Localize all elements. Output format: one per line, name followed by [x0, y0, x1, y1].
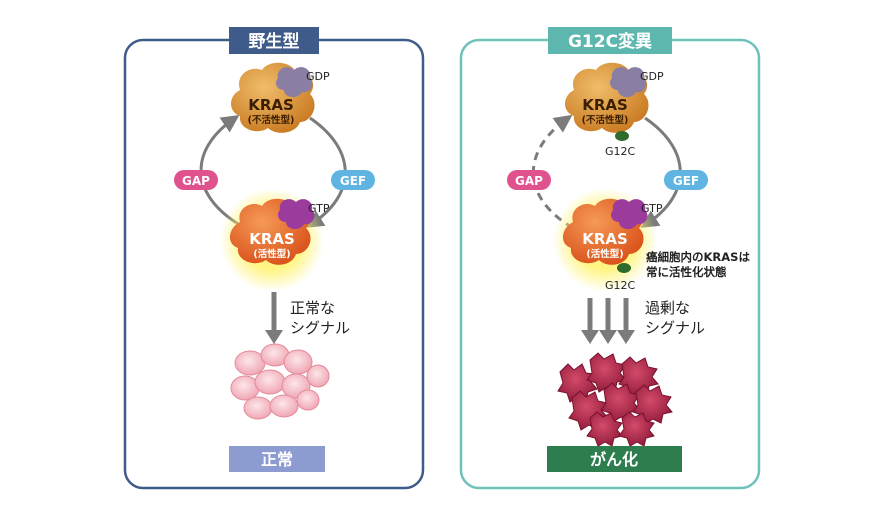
wild-signal-line1: 正常な	[290, 299, 335, 317]
mut-note-line1: 癌細胞内のKRASは	[646, 250, 750, 264]
normal-cell	[269, 394, 299, 418]
mut-gef-label: GEF	[673, 174, 699, 188]
wild-active-kras: KRAS (活性型) GTP	[220, 188, 330, 292]
mut-active-state-label: (活性型)	[586, 248, 623, 260]
wild-gdp-blob	[276, 67, 313, 98]
wild-gtp-label: GTP	[308, 202, 330, 215]
normal-cell	[243, 396, 273, 420]
cancer-label-bg	[547, 446, 682, 472]
mut-inactive-kras: KRAS (不活性型) GDP G12C	[565, 62, 664, 158]
cancer-cell	[557, 363, 598, 403]
g12c-panel: G12C変異 KRAS (不活性型) GDP G12C KRAS (活性型) G…	[459, 27, 761, 490]
normal-label: 正常	[261, 450, 293, 469]
normal-cell	[254, 369, 286, 395]
wild-gap-pill	[174, 170, 218, 190]
wild-inactive-kras-label: KRAS	[248, 96, 294, 114]
mut-arrow-gap	[531, 114, 574, 230]
mut-gap-pill	[507, 170, 551, 190]
mut-g12c-top-label: G12C	[605, 145, 636, 158]
wild-active-kras-label: KRAS	[249, 230, 295, 248]
normal-cell	[296, 389, 320, 411]
cancer-cell	[586, 411, 623, 447]
wild-header-bg	[229, 27, 319, 54]
wild-inactive-state-label: (不活性型)	[248, 114, 295, 126]
mut-header: G12C変異	[568, 31, 652, 52]
mut-header-bg	[548, 27, 672, 54]
mut-gap-label: GAP	[515, 174, 543, 188]
mut-signal-line1: 過剰な	[645, 299, 690, 317]
mut-signal-arrowhead	[617, 330, 635, 344]
wild-gef-label: GEF	[340, 174, 366, 188]
normal-cell	[283, 349, 313, 375]
mut-gtp-blob	[611, 199, 648, 230]
mut-gtp-label: GTP	[641, 202, 663, 215]
wild-active-state-label: (活性型)	[253, 248, 290, 260]
wild-gef-pill	[331, 170, 375, 190]
normal-label-bg	[229, 446, 325, 472]
cancer-label: がん化	[590, 450, 638, 469]
mut-signal-arrowhead	[599, 330, 617, 344]
normal-cell	[234, 350, 266, 376]
mut-gef-pill	[664, 170, 708, 190]
normal-cells	[230, 343, 330, 420]
mut-gdp-blob	[610, 67, 647, 98]
wild-type-panel: 野生型 KRAS (不活性型) GDP KRAS (活性型) GTP GAP G…	[123, 27, 425, 490]
mut-note-line2: 常に活性化状態	[646, 265, 727, 279]
mut-inactive-kras-label: KRAS	[582, 96, 628, 114]
wild-gtp-blob	[278, 199, 315, 230]
cancer-cells	[557, 352, 673, 447]
wild-inactive-kras: KRAS (不活性型) GDP	[231, 62, 330, 133]
mut-gdp-label: GDP	[640, 70, 664, 83]
wild-signal-line2: シグナル	[290, 319, 350, 337]
wild-gdp-label: GDP	[306, 70, 330, 83]
wild-gap-label: GAP	[182, 174, 210, 188]
cancer-cell	[618, 411, 655, 447]
mut-g12c-bottom-label: G12C	[605, 279, 636, 292]
wild-header: 野生型	[249, 31, 300, 52]
mut-signal-arrowhead	[581, 330, 599, 344]
mut-g12c-top-marker	[615, 131, 629, 141]
mut-active-kras: KRAS (活性型) GTP G12C 癌細胞内のKRASは 常に活性化状態	[553, 188, 750, 292]
mut-inactive-state-label: (不活性型)	[582, 114, 629, 126]
mut-signal-line2: シグナル	[645, 319, 705, 337]
mut-g12c-bottom-marker	[617, 263, 631, 273]
wild-signal-arrowhead	[265, 330, 283, 344]
mut-active-kras-label: KRAS	[582, 230, 628, 248]
normal-cell	[306, 364, 330, 388]
mut-signal-arrows	[581, 298, 635, 344]
